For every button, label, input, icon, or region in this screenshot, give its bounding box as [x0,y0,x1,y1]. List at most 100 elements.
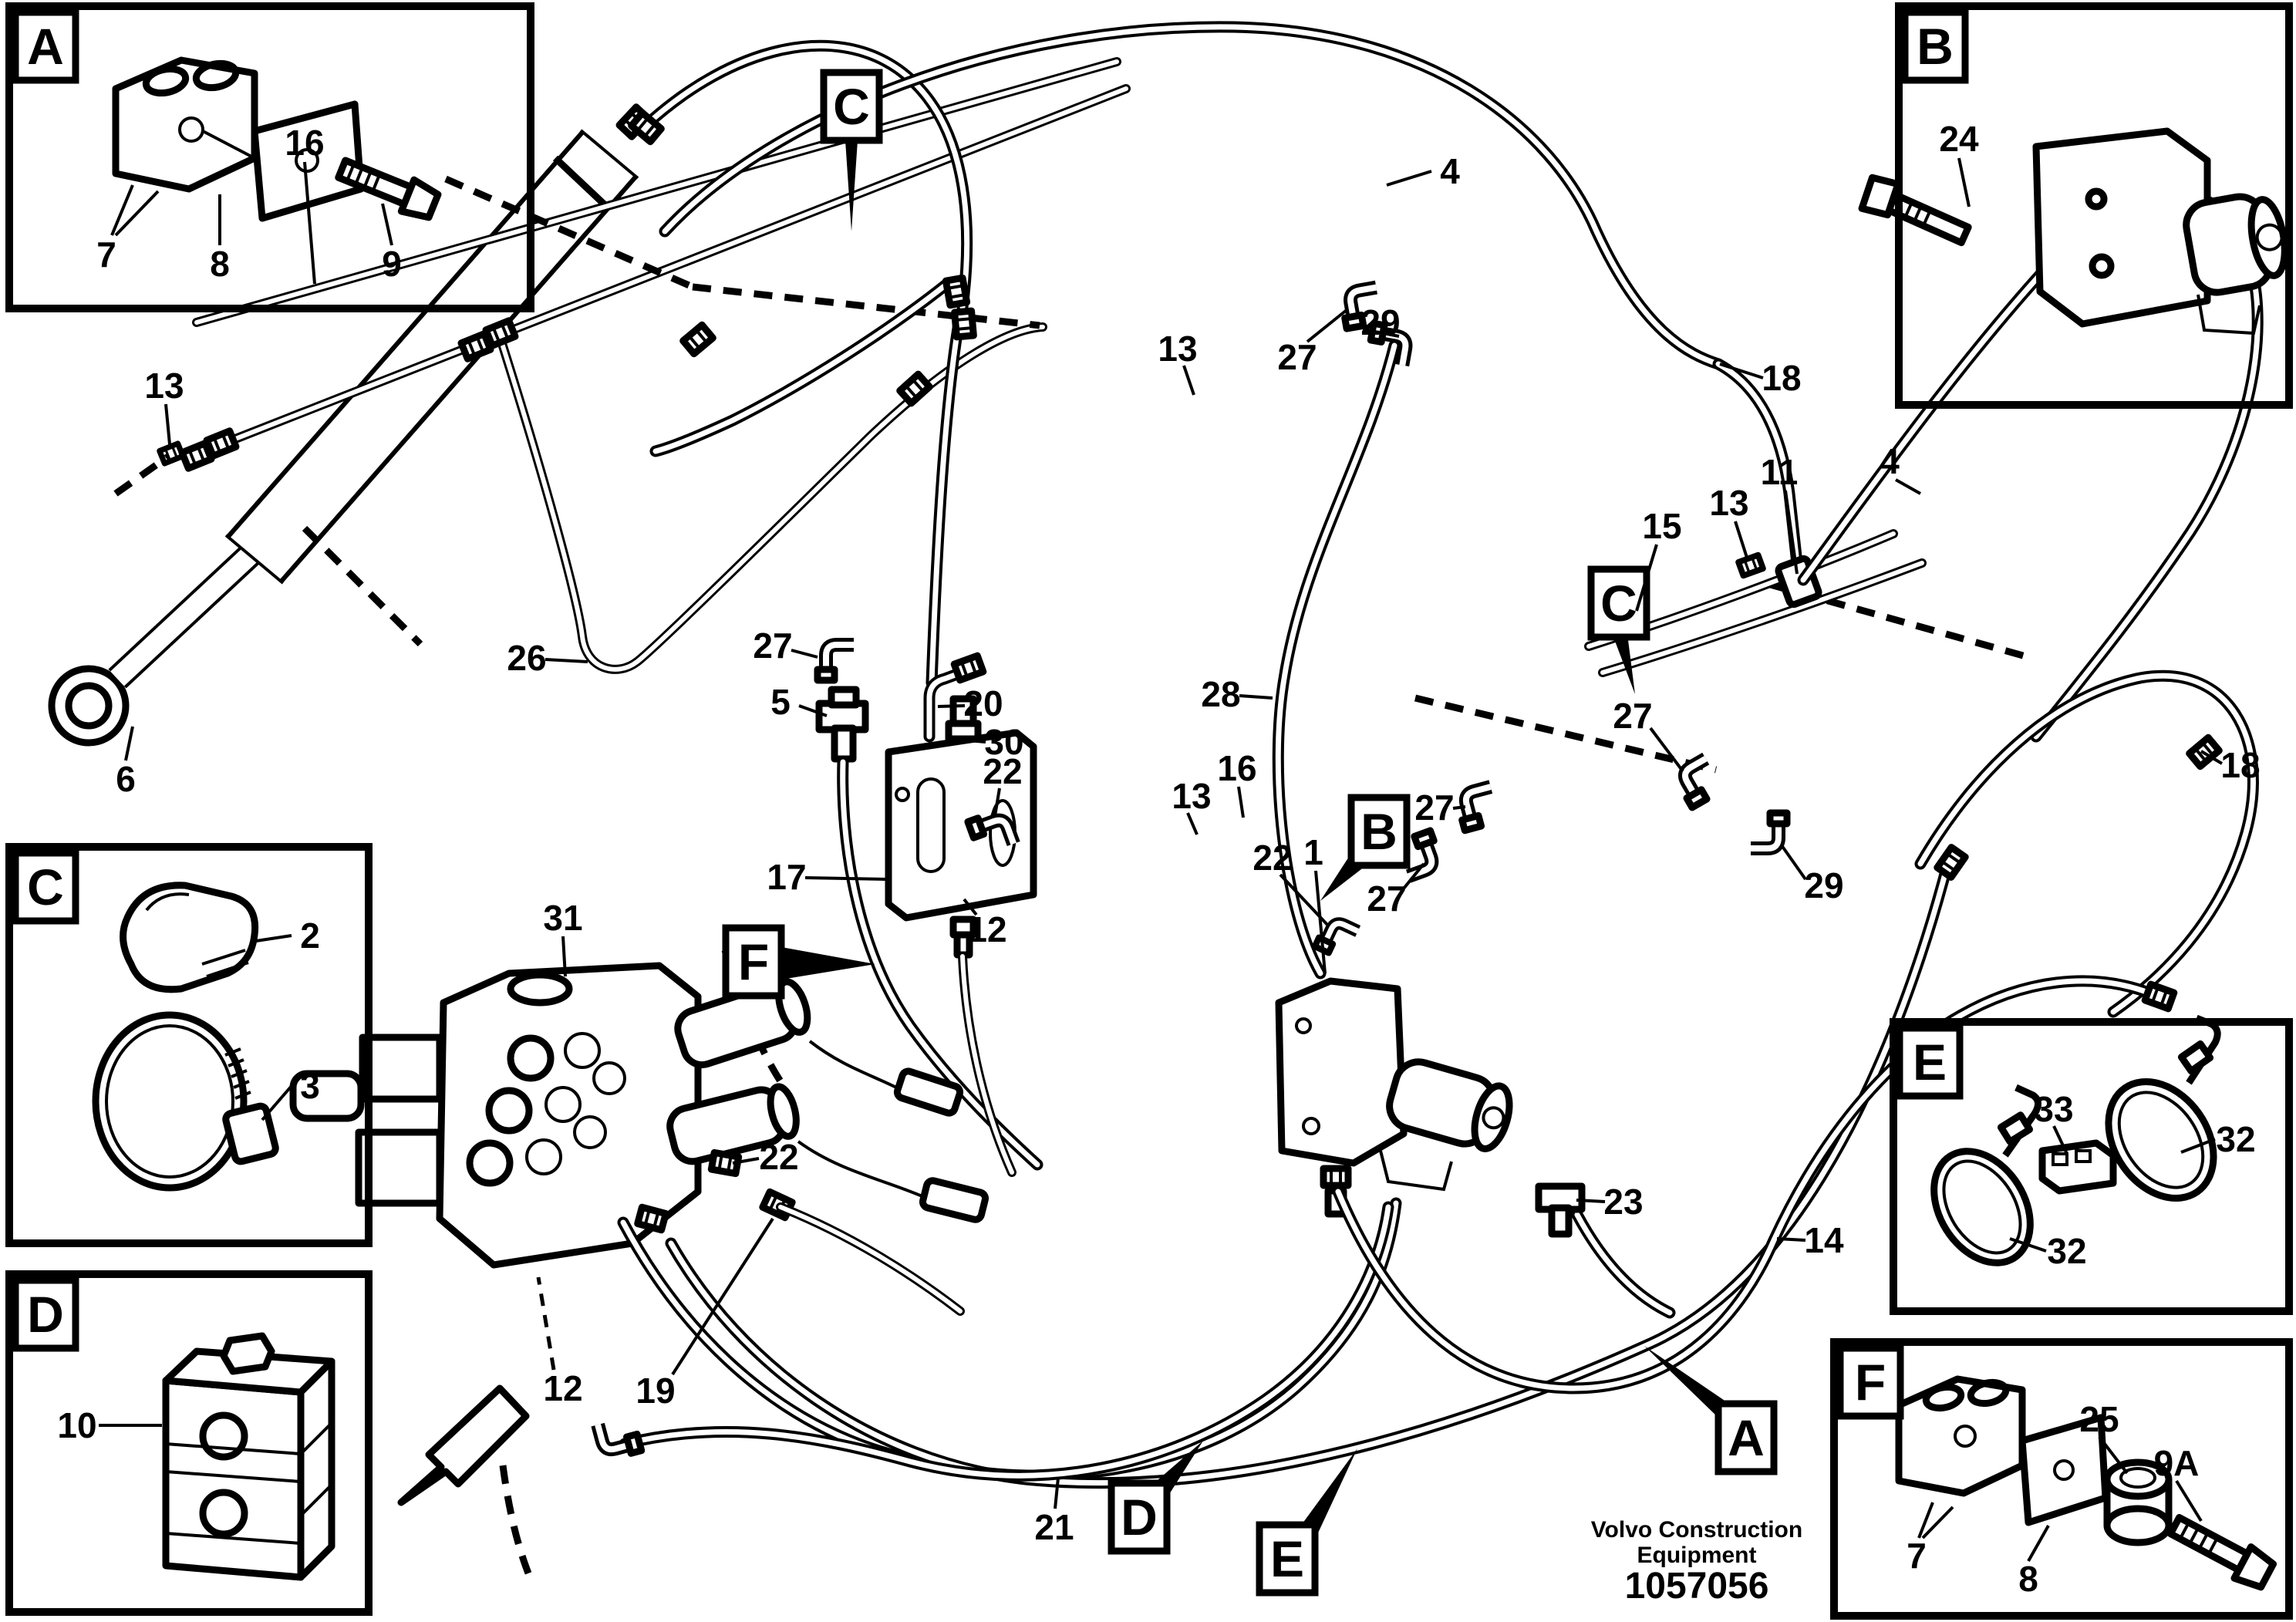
part-number-25: 25 [2079,1399,2119,1439]
callout-leader [255,934,292,943]
callout-leader [1314,870,1327,974]
direction-arrow [397,1384,530,1506]
solenoid-coil [1386,1058,1513,1152]
part-number-10: 10 [57,1405,96,1445]
part-number-14: 14 [1804,1220,1844,1260]
hose-18-right [1914,669,2259,1018]
part-number-27: 27 [1277,337,1317,377]
callout-leader [671,1217,774,1376]
callout-pointer-F [781,947,875,980]
callout-leader [536,1276,556,1371]
tee-fitting-23 [1535,1182,1586,1238]
part-number-31: 31 [543,898,582,938]
inset-frame-E [1890,1018,2293,1315]
connector-1 [893,1067,964,1117]
part-number-9: 9 [382,244,402,284]
callout-leader [2009,1237,2047,1253]
part-number-9A: 9A [2154,1443,2200,1483]
part-number-27: 27 [753,626,792,666]
part-number-6: 6 [116,759,136,799]
part-number-32: 32 [2216,1119,2255,1159]
callout-letter-box-F [722,924,785,1000]
cylinder-eye-outer [48,665,130,747]
part-number-23: 23 [1603,1182,1643,1222]
inset-letter-D: D [27,1286,64,1343]
part-number-15: 15 [1642,506,1681,546]
inset-letter-A: A [27,18,64,75]
part-number-2: 2 [300,916,320,956]
inset-b-art [1858,127,2288,336]
hose-clamp-3 [92,1011,248,1192]
callout-pointer-C [1613,634,1635,694]
tee-fitting-5 [815,686,869,763]
inset-a-art [112,56,442,222]
inset-letter-box-A [12,8,79,84]
inset-frame-C [5,843,373,1247]
elbow-bottom [598,1415,642,1459]
callout-pointer-C [845,140,858,231]
part-number-17: 17 [767,857,806,897]
inset-letter-box-E [1896,1024,1964,1100]
part-number-3: 3 [300,1066,320,1106]
bottom-hose-bundle [598,848,2174,1489]
part-number-8: 8 [210,244,230,284]
part-number-26: 26 [507,638,546,678]
callout-leader [791,649,818,659]
part-number-27: 27 [1414,787,1454,828]
part-number-18: 18 [1762,358,1801,398]
footer-brand-line2: Equipment [1637,1543,1757,1568]
part-number-11: 11 [1761,452,1799,492]
callout-leader [1237,786,1245,818]
callout-leader [1186,812,1199,835]
inset-f-art [1895,1375,2277,1591]
part-number-24: 24 [1939,119,1979,159]
hose-23-down [1571,1209,1676,1319]
part-number-22: 22 [759,1137,798,1177]
callout-leader [1917,1502,1934,1539]
bolt-9a [2166,1513,2277,1591]
tie-block-33 [2038,1139,2117,1195]
callout-leader [164,403,171,445]
part-number-33: 33 [2034,1089,2073,1129]
callout-letter-F: F [738,933,769,990]
inset-frame-D [5,1270,373,1616]
connector-2 [919,1177,989,1223]
inset-letter-E: E [1913,1034,1947,1091]
callout-leader [1719,363,1764,379]
callout-leader [2200,750,2224,765]
part-number-20: 20 [963,683,1003,723]
part-number-1: 1 [1303,832,1323,872]
callout-leader [1635,544,1658,612]
cylinder-eye-inner [65,682,113,730]
part-number-19: 19 [636,1371,675,1411]
inset-frame-B [1895,2,2293,409]
callout-letter-C: C [1600,575,1637,632]
part-number-13: 13 [1172,776,1211,816]
part-number-27: 27 [1613,696,1652,736]
callout-leader [1780,844,1807,881]
callout-leader [2175,1479,2203,1523]
part-number-13: 13 [1158,329,1197,369]
callout-leader [1182,365,1195,396]
callout-letter-D: D [1121,1489,1158,1546]
bolt-24 [1858,174,1972,247]
callout-leader [1649,727,1684,773]
inset-frame-F [1830,1338,2293,1620]
callout-leader [963,898,978,916]
inset-e-art [1930,1014,2221,1266]
callout-leader [114,190,160,237]
callout-leader [1734,521,1749,561]
callout-leader [993,787,1001,817]
diagram-artwork [48,21,2288,1591]
callout-letter-B: B [1360,803,1397,860]
callout-leader [804,876,886,881]
part-number-7: 7 [1907,1536,1927,1576]
callout-leader [1366,329,1400,338]
part-number-29: 29 [1360,302,1400,342]
bushing-25 [2103,1458,2173,1546]
part-number-13: 13 [1709,483,1748,523]
elbow-27-right3 [1674,759,1724,808]
cable-tie-right [2105,1014,2221,1202]
